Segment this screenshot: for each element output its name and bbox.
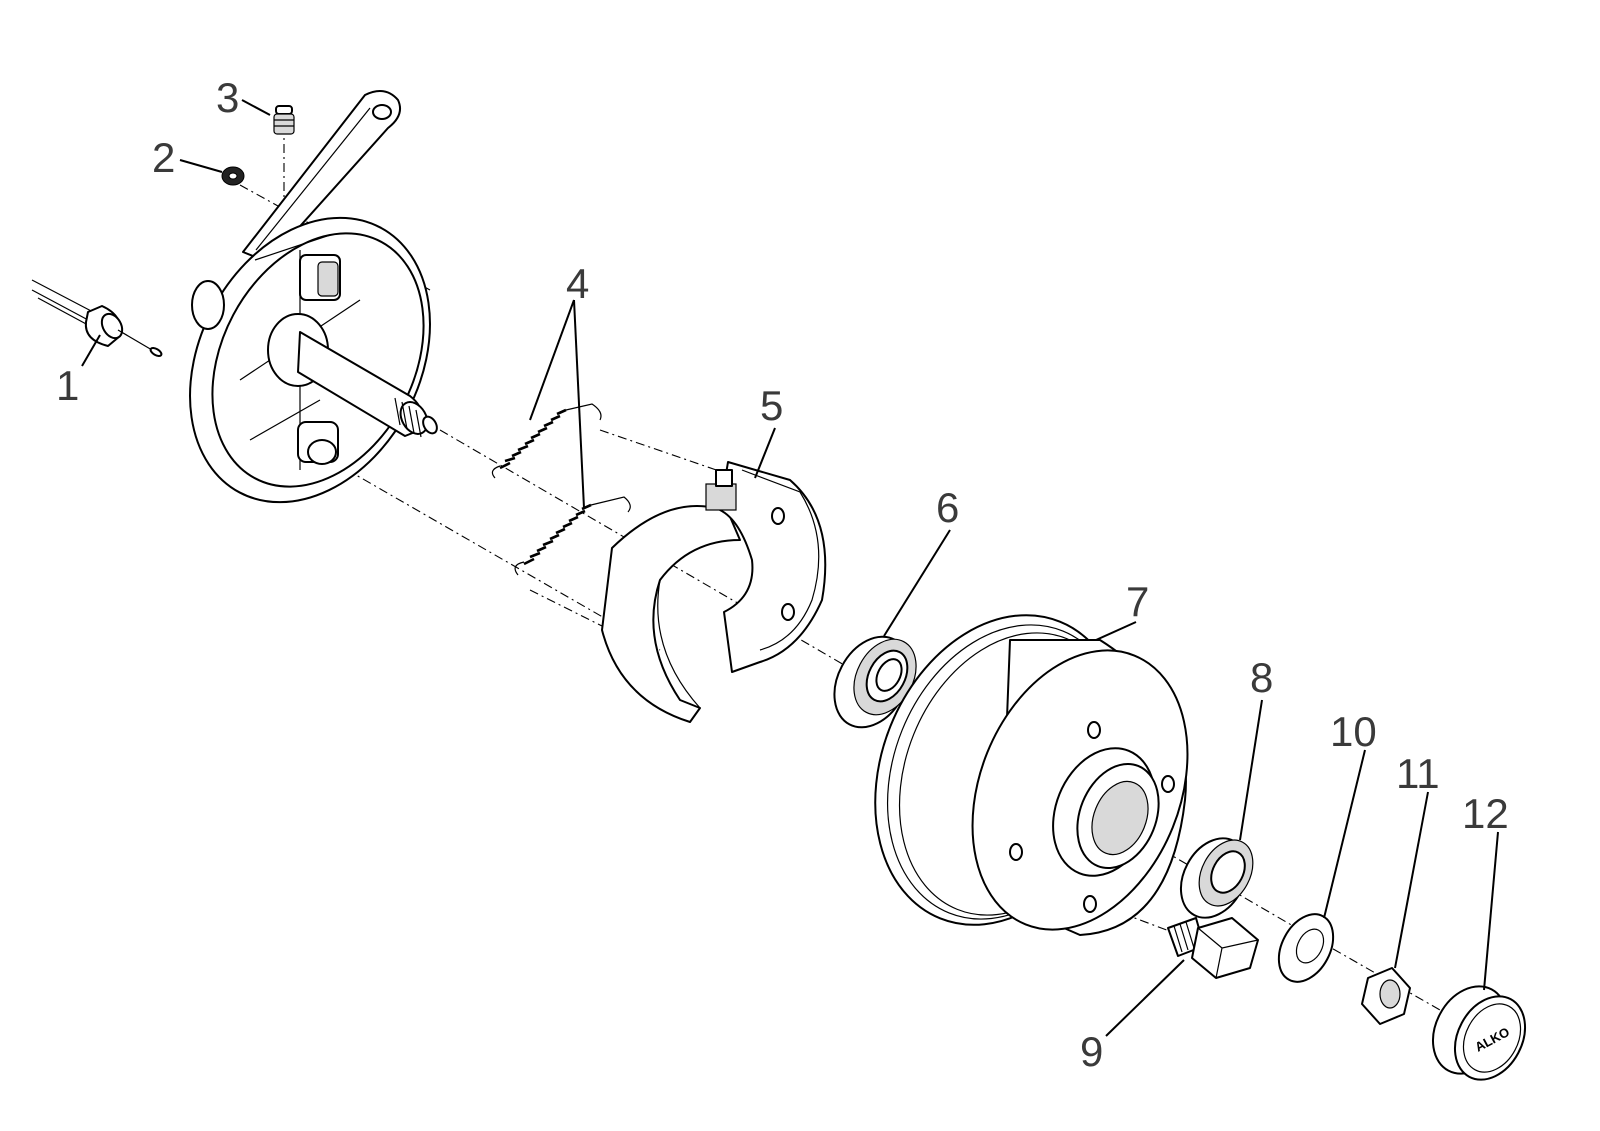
- brake-cable: [31, 279, 163, 357]
- callout-9: 9: [1080, 1028, 1103, 1075]
- hub-cap: ALKO: [1432, 985, 1527, 1081]
- callout-numbers: 1 2 3 4 5 6 7 8 9 10 11 12: [56, 74, 1509, 1075]
- inner-wheel-bearing: [833, 635, 917, 729]
- callout-6: 6: [936, 484, 959, 531]
- callout-8: 8: [1250, 654, 1273, 701]
- callout-1: 1: [56, 362, 79, 409]
- callout-10: 10: [1330, 708, 1377, 755]
- axle-washer: [1277, 913, 1335, 983]
- callout-7: 7: [1126, 578, 1149, 625]
- outer-wheel-bearing: [1179, 837, 1254, 919]
- grease-nipple: [273, 105, 295, 135]
- brake-drum: [874, 614, 1189, 936]
- shoe-return-springs: [491, 403, 631, 576]
- brake-backing-plate: [189, 90, 438, 504]
- brake-shoes: [601, 461, 827, 723]
- callout-4: 4: [566, 260, 589, 307]
- axle-nut: [1361, 967, 1411, 1025]
- callout-2: 2: [152, 134, 175, 181]
- assembly-axis-lines: [239, 125, 1441, 1011]
- callout-5: 5: [760, 382, 783, 429]
- callout-3: 3: [216, 74, 239, 121]
- callout-12: 12: [1462, 790, 1509, 837]
- callout-11: 11: [1396, 750, 1440, 797]
- wheel-bolt: [1167, 917, 1259, 979]
- callout-leaders: [81, 99, 1499, 1037]
- lever-nut: [221, 166, 245, 186]
